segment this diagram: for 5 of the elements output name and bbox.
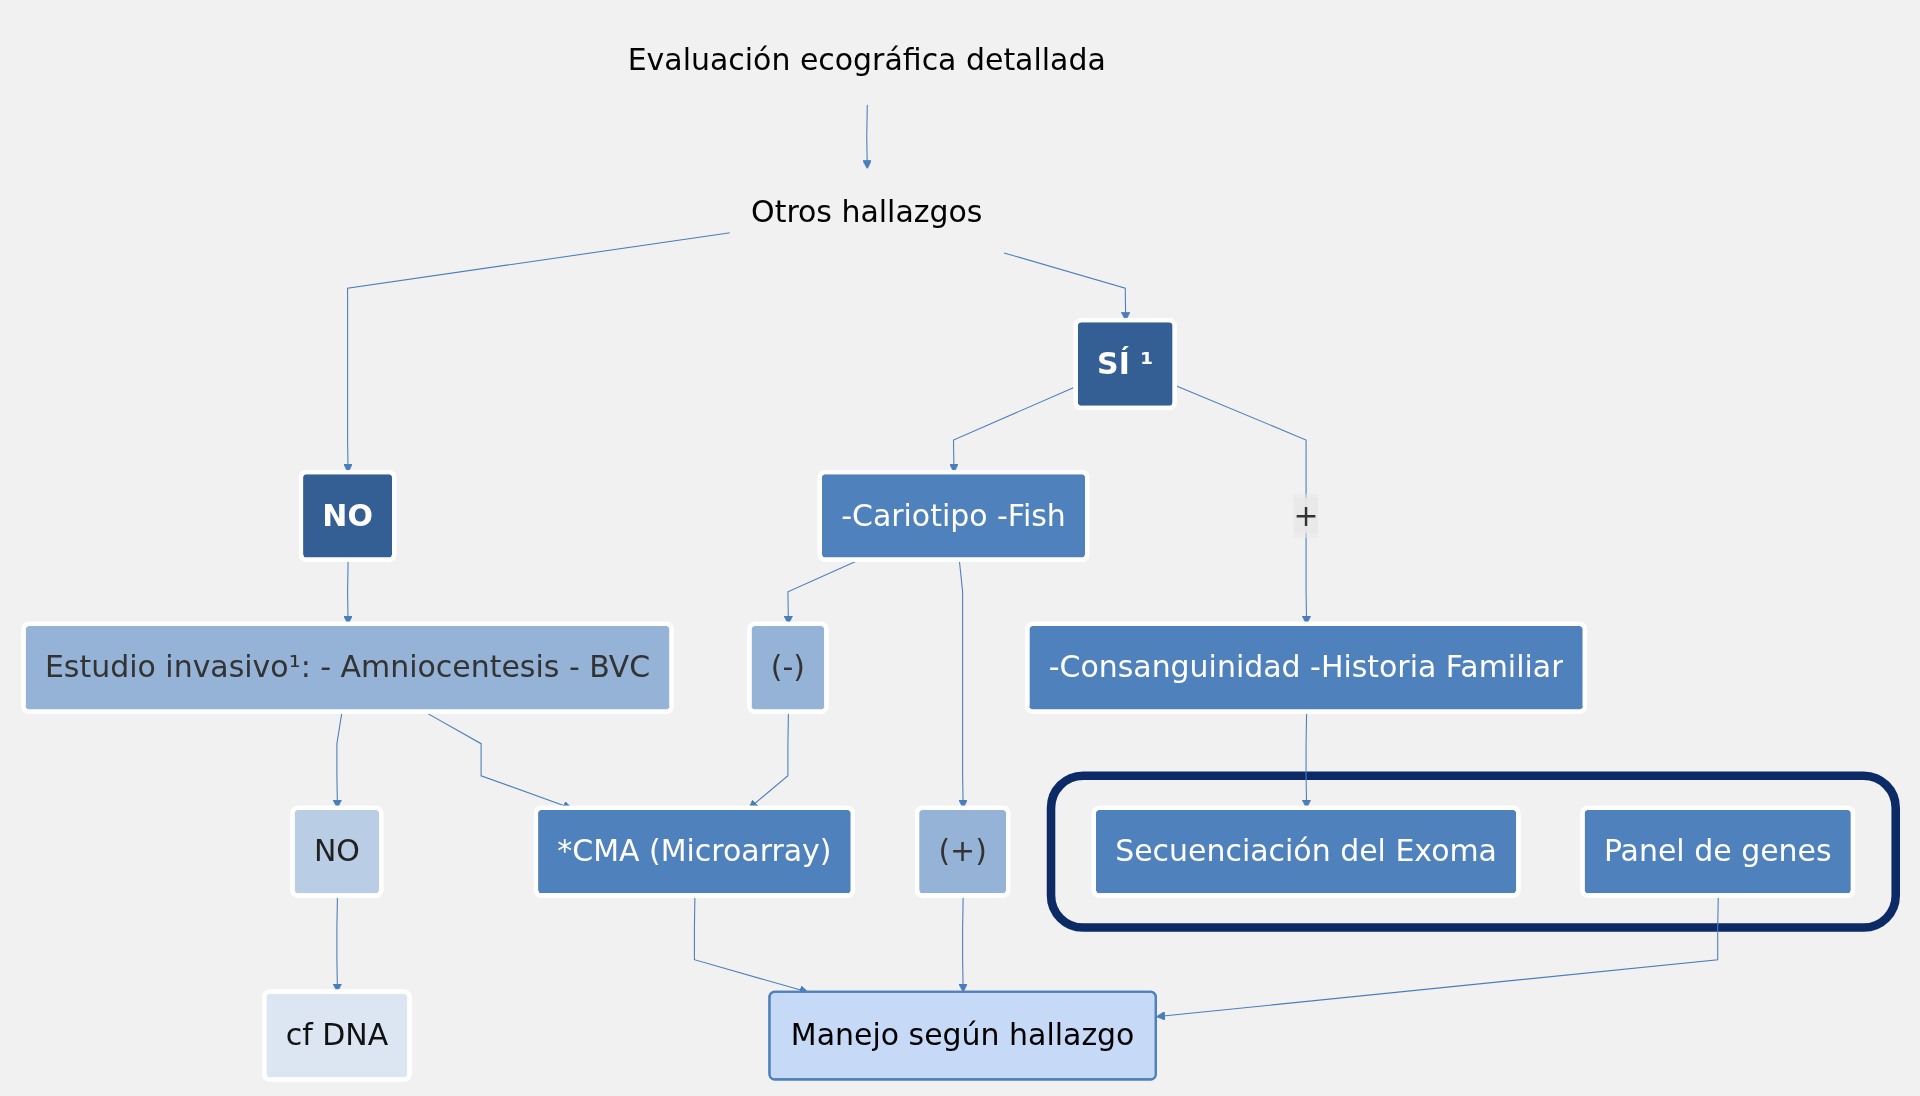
arrow [862, 104, 873, 170]
edge-label: + [1293, 497, 1319, 534]
node-text: Otros hallazgos [751, 194, 983, 230]
cluster [1047, 771, 1901, 932]
node-text: Evaluación ecográfica detallada [628, 42, 1107, 78]
